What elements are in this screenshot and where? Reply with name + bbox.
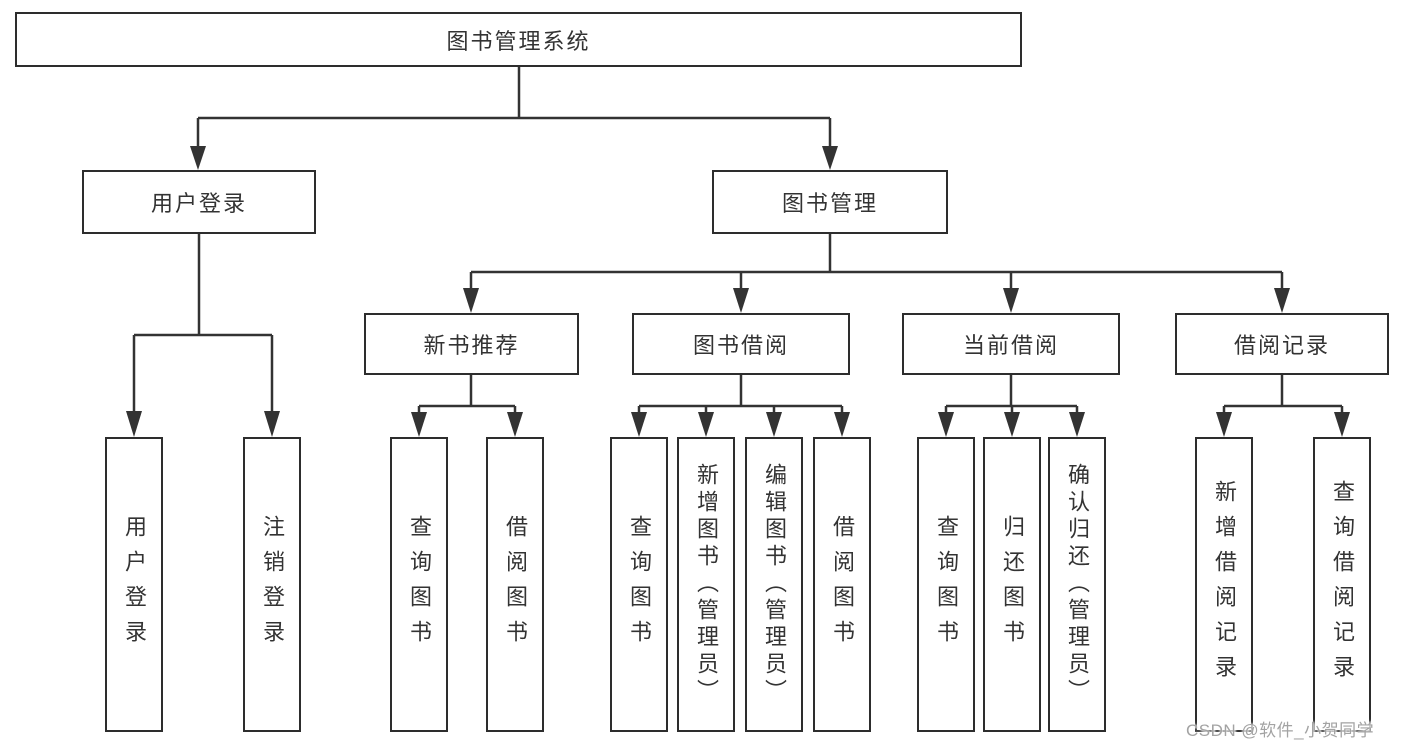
arrow-down-icon <box>126 411 142 437</box>
connector-user-login-children <box>132 234 274 412</box>
leaf-user-login: 用户登录 <box>105 437 163 732</box>
arrow-down-icon <box>1216 412 1232 437</box>
leaf-query-books-borrow: 查询图书 <box>610 437 668 732</box>
leaf-label: 用户登录 <box>122 514 147 655</box>
arrow-down-icon <box>411 412 427 437</box>
arrow-down-icon <box>834 412 850 437</box>
node-label: 用户登录 <box>150 191 247 216</box>
leaf-borrow-books: 借阅图书 <box>813 437 871 732</box>
arrow-down-icon <box>822 146 838 170</box>
arrow-down-icon <box>766 412 782 437</box>
leaf-label: 新增图书（管理员） <box>694 463 719 706</box>
connector-current-borrow-children <box>944 375 1079 412</box>
leaf-query-books-recommend: 查询图书 <box>390 437 448 732</box>
arrow-down-icon <box>733 288 749 313</box>
arrow-down-icon <box>463 288 479 313</box>
node-book-management: 图书管理 <box>712 170 948 234</box>
connector-new-book-children <box>417 375 517 412</box>
leaf-return-books: 归还图书 <box>983 437 1041 732</box>
leaf-label: 查询图书 <box>407 514 432 655</box>
arrow-down-icon <box>1004 412 1020 437</box>
csdn-watermark: CSDN @软件_小贺同学 <box>1186 721 1375 740</box>
node-label: 图书管理 <box>781 191 878 216</box>
arrow-down-icon <box>264 411 280 437</box>
node-label: 图书管理系统 <box>446 28 591 54</box>
connector-borrow-records-children <box>1222 375 1344 412</box>
leaf-borrow-books-recommend: 借阅图书 <box>486 437 544 732</box>
leaf-edit-books-admin: 编辑图书（管理员） <box>745 437 803 732</box>
node-user-login: 用户登录 <box>82 170 316 234</box>
arrow-down-icon <box>1069 412 1085 437</box>
leaf-label: 新增借阅记录 <box>1212 479 1237 690</box>
connector-book-borrow-children <box>637 375 844 412</box>
leaf-query-books-current: 查询图书 <box>917 437 975 732</box>
leaf-label: 确认归还（管理员） <box>1065 463 1090 706</box>
leaf-add-borrow-record: 新增借阅记录 <box>1195 437 1253 732</box>
arrow-down-icon <box>507 412 523 437</box>
node-library-system-root: 图书管理系统 <box>15 12 1022 67</box>
leaf-logout: 注销登录 <box>243 437 301 732</box>
node-label: 图书借阅 <box>692 333 789 358</box>
node-book-borrow: 图书借阅 <box>632 313 850 375</box>
node-borrow-records: 借阅记录 <box>1175 313 1389 375</box>
arrow-down-icon <box>1274 288 1290 313</box>
arrow-down-icon <box>698 412 714 437</box>
connector-book-mgmt-children <box>469 234 1284 290</box>
arrow-down-icon <box>1334 412 1350 437</box>
connector-lines <box>132 67 1344 412</box>
connector-root-to-level2 <box>196 67 832 147</box>
leaf-label: 查询图书 <box>627 514 652 655</box>
leaf-label: 借阅图书 <box>830 514 855 655</box>
arrow-down-icon <box>631 412 647 437</box>
arrow-down-icon <box>190 146 206 170</box>
leaf-label: 借阅图书 <box>503 514 528 655</box>
leaf-confirm-return-admin: 确认归还（管理员） <box>1048 437 1106 732</box>
leaf-label: 归还图书 <box>1000 514 1025 655</box>
leaf-query-borrow-record: 查询借阅记录 <box>1313 437 1371 732</box>
arrow-down-icon <box>1003 288 1019 313</box>
node-new-book-recommend: 新书推荐 <box>364 313 579 375</box>
arrowheads <box>126 146 1350 437</box>
node-current-borrow: 当前借阅 <box>902 313 1120 375</box>
leaf-label: 编辑图书（管理员） <box>762 463 787 706</box>
arrow-down-icon <box>938 412 954 437</box>
node-label: 当前借阅 <box>962 333 1059 358</box>
node-label: 借阅记录 <box>1233 333 1330 358</box>
leaf-add-books-admin: 新增图书（管理员） <box>677 437 735 732</box>
leaf-label: 查询借阅记录 <box>1330 479 1355 690</box>
leaf-label: 注销登录 <box>260 514 285 655</box>
node-label: 新书推荐 <box>423 333 520 358</box>
leaf-label: 查询图书 <box>934 514 959 655</box>
